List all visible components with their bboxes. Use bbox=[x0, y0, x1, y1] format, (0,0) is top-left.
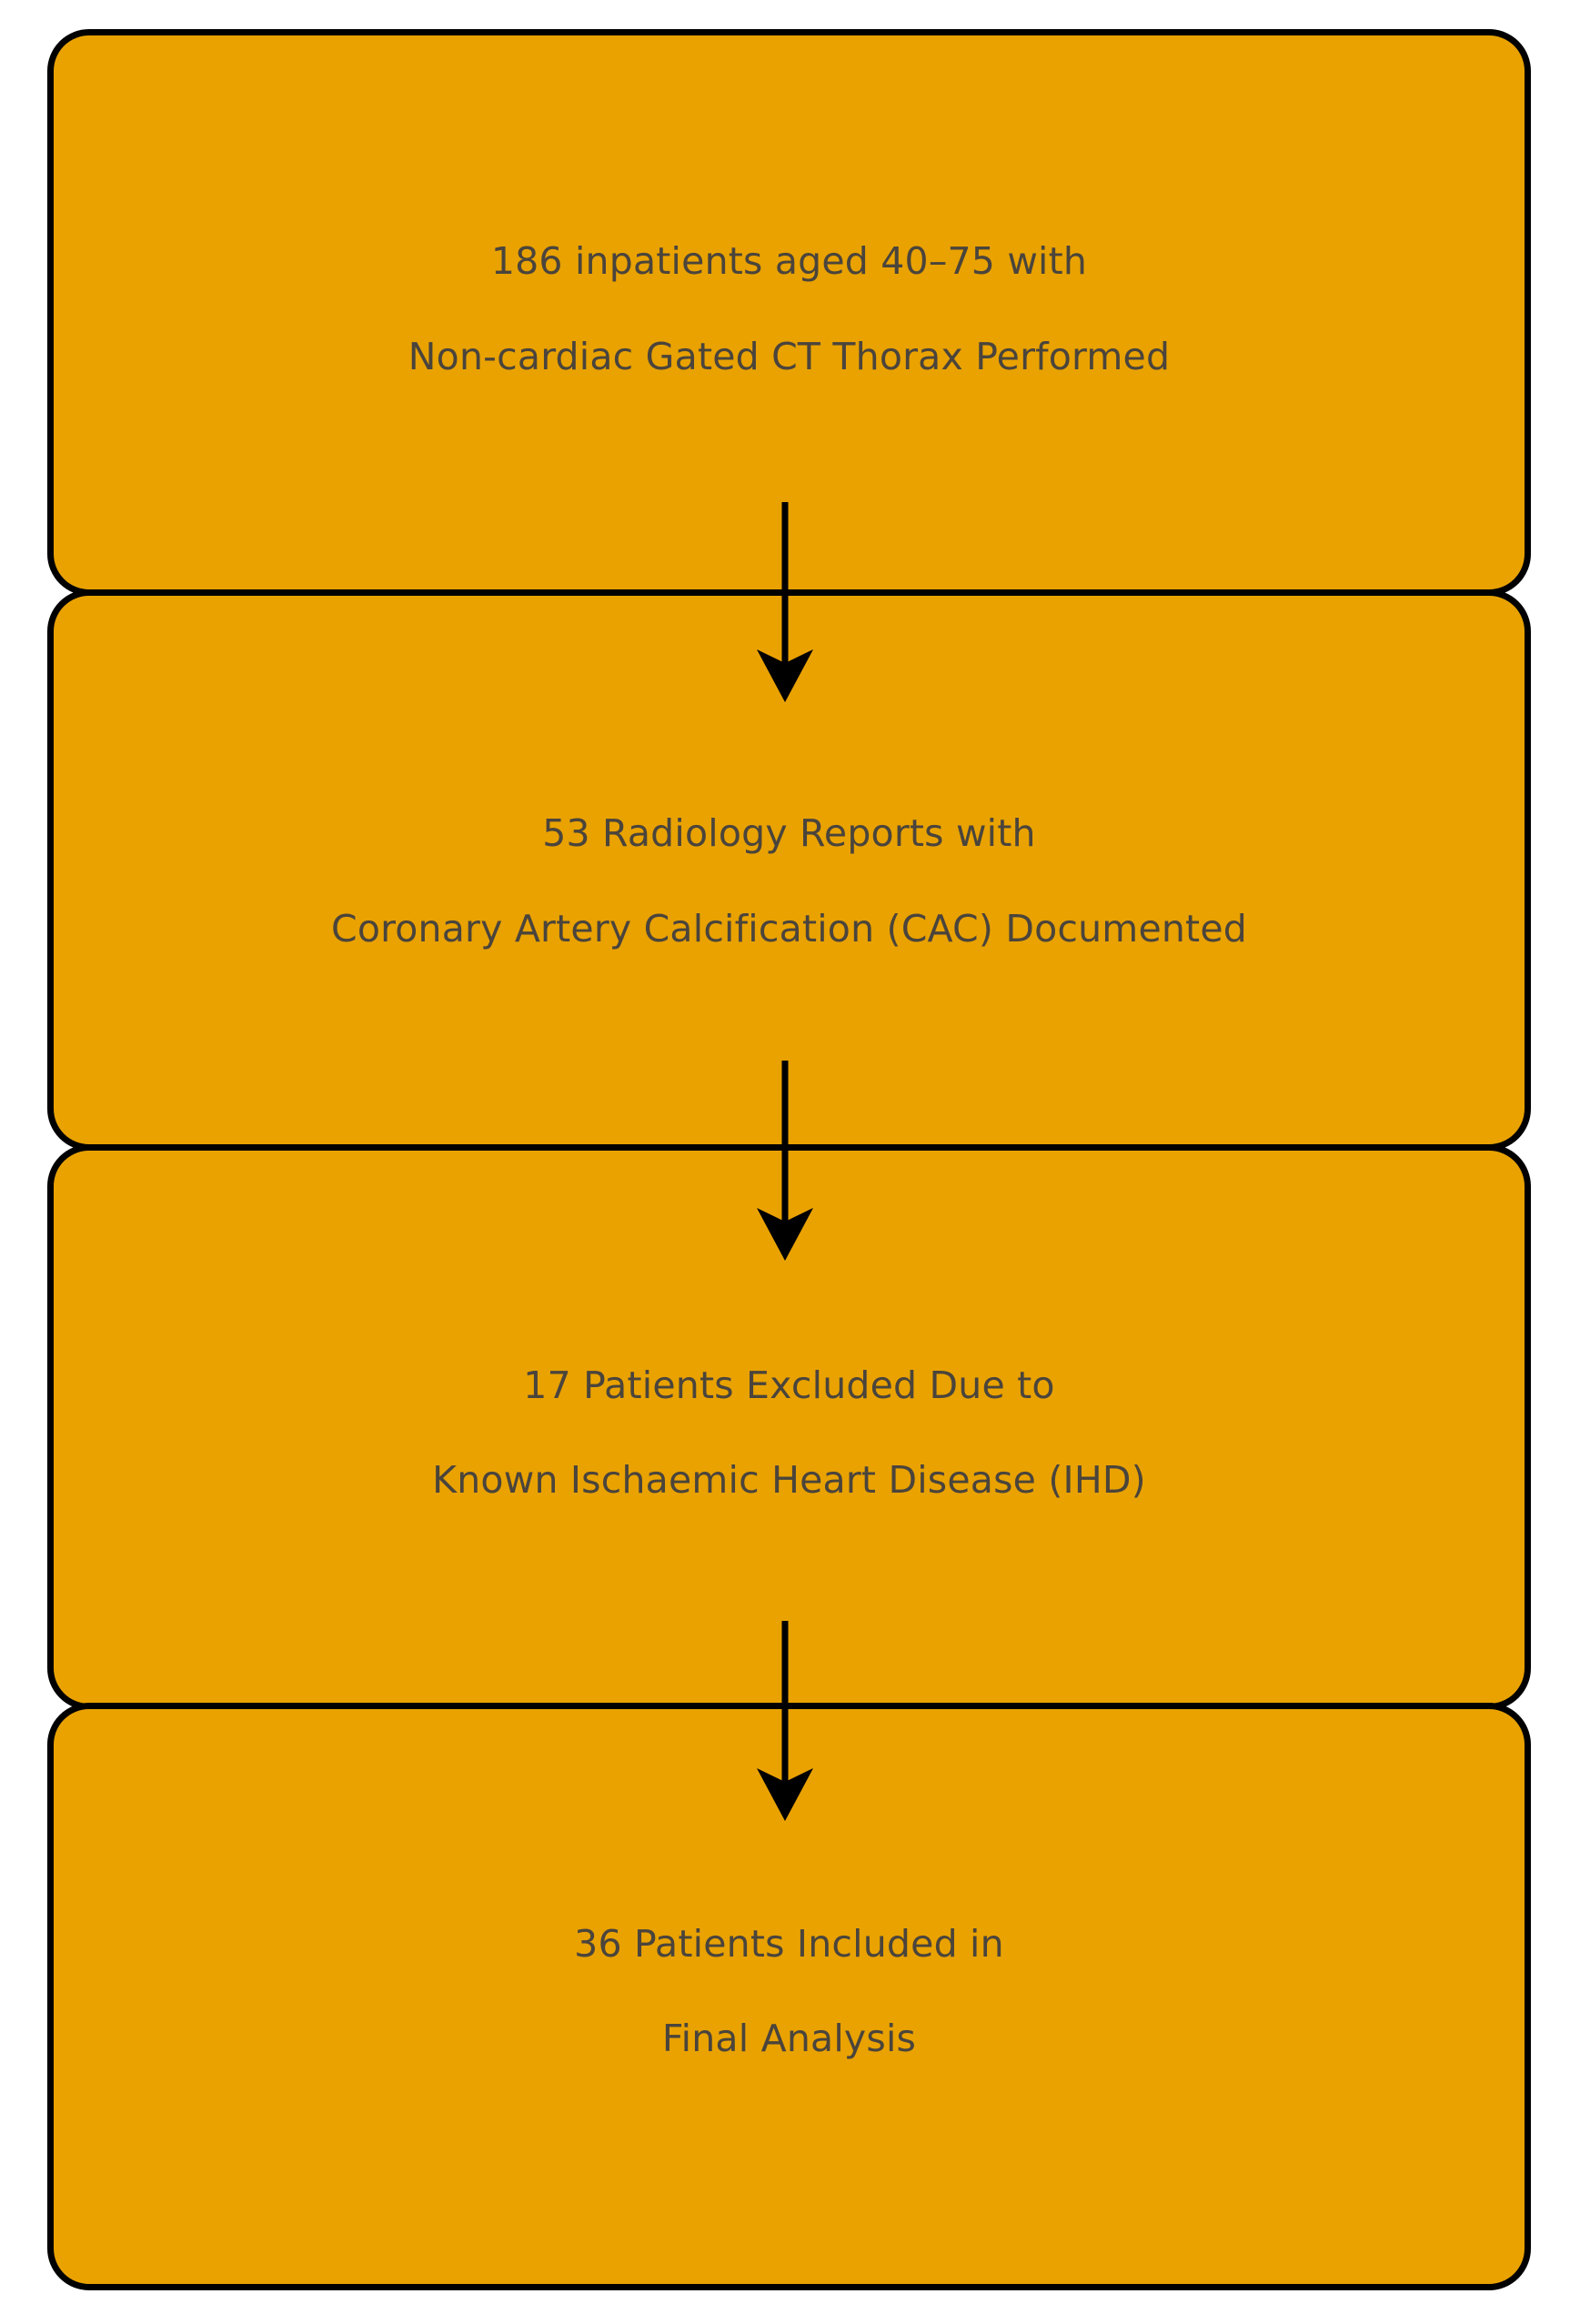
flow-node-final-analysis[interactable]: 36 Patients Included in Final Analysis bbox=[47, 1703, 1531, 2290]
flow-node-label: 53 Radiology Reports with Coronary Arter… bbox=[295, 762, 1283, 953]
flow-node-cohort-screened[interactable]: 186 inpatients aged 40–75 with Non-cardi… bbox=[47, 29, 1531, 596]
flow-node-label: 17 Patients Excluded Due to Known Ischae… bbox=[396, 1313, 1183, 1504]
flow-node-label: 36 Patients Included in Final Analysis bbox=[538, 1872, 1041, 2063]
flow-node-label: 186 inpatients aged 40–75 with Non-cardi… bbox=[372, 190, 1206, 381]
flow-node-line-1: 53 Radiology Reports with bbox=[542, 811, 1036, 856]
flow-node-line-2: Known Ischaemic Heart Disease (IHD) bbox=[432, 1458, 1146, 1503]
flow-node-cac-documented[interactable]: 53 Radiology Reports with Coronary Arter… bbox=[47, 589, 1531, 1151]
flow-node-line-2: Coronary Artery Calcification (CAC) Docu… bbox=[331, 906, 1247, 951]
flow-node-line-1: 17 Patients Excluded Due to bbox=[523, 1363, 1055, 1407]
flow-node-line-1: 36 Patients Included in bbox=[574, 1921, 1004, 1966]
flow-node-line-2: Non-cardiac Gated CT Thorax Performed bbox=[408, 334, 1171, 378]
flow-node-patients-excluded[interactable]: 17 Patients Excluded Due to Known Ischae… bbox=[47, 1144, 1531, 1710]
flow-node-line-1: 186 inpatients aged 40–75 with bbox=[490, 239, 1088, 284]
flow-node-line-2: Final Analysis bbox=[661, 2017, 917, 2061]
